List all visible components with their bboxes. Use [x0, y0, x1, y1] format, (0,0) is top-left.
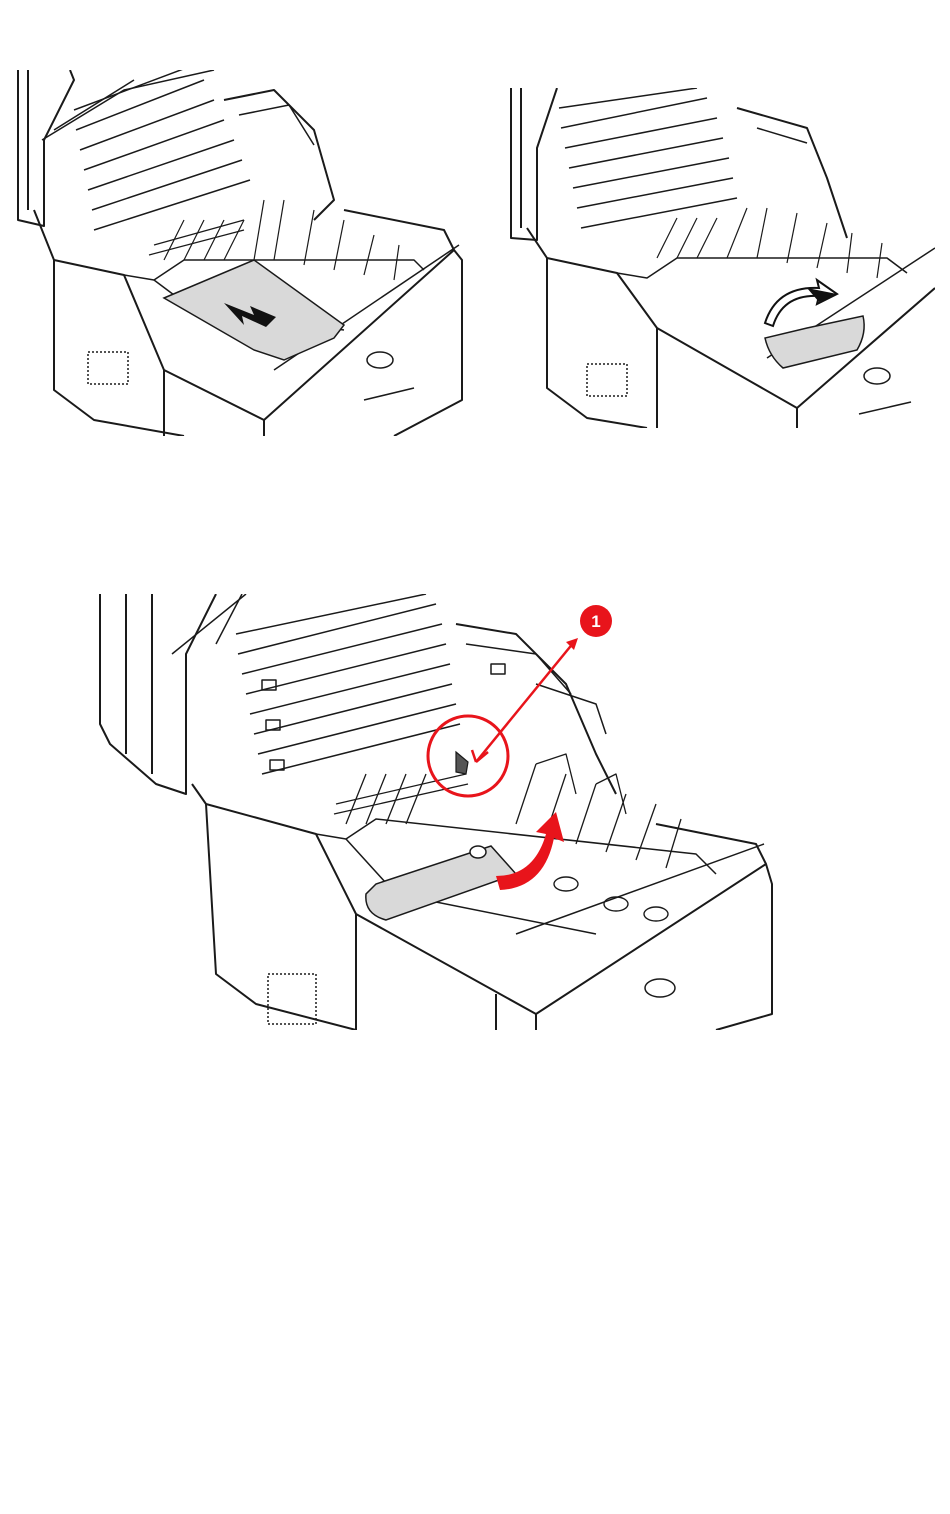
callout-badge: 1 — [580, 605, 612, 637]
lever-icon — [456, 752, 468, 774]
printer-illustration: 1 — [96, 594, 776, 1030]
red-curved-arrow-icon — [496, 812, 564, 890]
figure-step-1 — [14, 70, 466, 436]
figure-step-3: 1 — [96, 594, 776, 1030]
printer-illustration — [507, 88, 935, 428]
figure-step-2 — [507, 88, 935, 428]
paper-roll — [366, 846, 516, 920]
paper-sheet — [765, 316, 864, 368]
printer-illustration — [14, 70, 466, 436]
callout-leader-line — [476, 642, 574, 762]
callout-number: 1 — [591, 612, 600, 631]
